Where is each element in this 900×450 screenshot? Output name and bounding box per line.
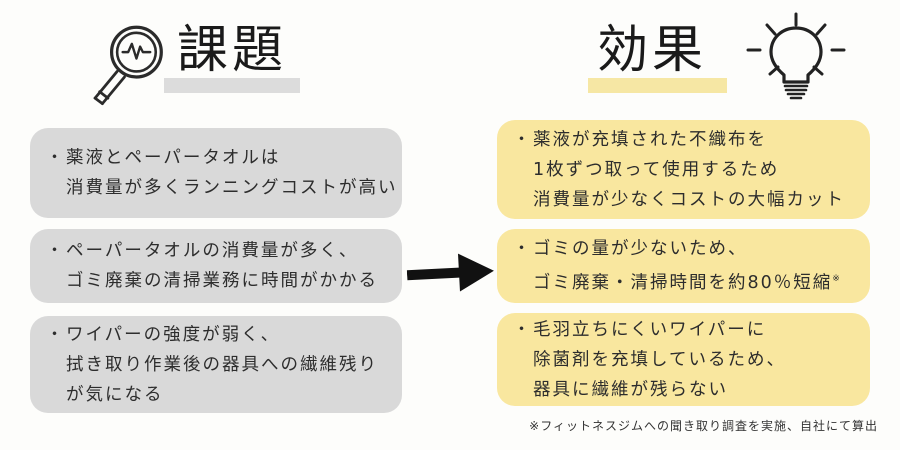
issue-item-3-lines: ワイパーの強度が弱く、 拭き取り作業後の器具への繊維残り が気になる: [66, 320, 378, 410]
text-line: 毛羽立ちにくいワイパーに: [533, 319, 767, 340]
title-highlight-left: [164, 78, 300, 93]
bullet: ・: [46, 241, 63, 261]
effect-box-1: ・ 薬液が充填された不織布を 1枚ずつ取って使用するため 消費量が少なくコストの…: [497, 120, 870, 219]
issue-item-3: ・ ワイパーの強度が弱く、 拭き取り作業後の器具への繊維残り が気になる: [46, 320, 378, 410]
magnifier-pulse-icon: [84, 18, 176, 112]
bullet: ・: [513, 319, 530, 340]
text-line: 器具に繊維が残らない: [533, 379, 728, 400]
effect-item-3-lines: 毛羽立ちにくいワイパーに 除菌剤を充填しているため、 器具に繊維が残らない: [533, 315, 786, 405]
bullet: ・: [46, 324, 63, 345]
lightbulb-icon: [746, 12, 846, 112]
text-line: 消費量が多くランニングコストが高い: [66, 178, 398, 198]
text-line: が気になる: [66, 384, 164, 405]
effect-item-1: ・ 薬液が充填された不織布を 1枚ずつ取って使用するため 消費量が少なくコストの…: [513, 125, 845, 215]
text-line: 薬液が充填された不織布を: [533, 129, 767, 150]
issue-item-2: ・ ペーパータオルの消費量が多く、 ゴミ廃棄の清掃業務に時間がかかる: [46, 236, 378, 296]
footnote: ※フィットネスジムへの聞き取り調査を実施、自社にて算出: [529, 419, 878, 433]
effect-item-3: ・ 毛羽立ちにくいワイパーに 除菌剤を充填しているため、 器具に繊維が残らない: [513, 315, 786, 405]
issue-item-2-lines: ペーパータオルの消費量が多く、 ゴミ廃棄の清掃業務に時間がかかる: [66, 236, 378, 296]
bullet: ・: [46, 148, 63, 168]
issue-item-1-lines: 薬液とペーパータオルは 消費量が多くランニングコストが高い: [66, 143, 398, 203]
issue-box-3: ・ ワイパーの強度が弱く、 拭き取り作業後の器具への繊維残り が気になる: [30, 316, 402, 413]
issue-item-1: ・ 薬液とペーパータオルは 消費量が多くランニングコストが高い: [46, 143, 398, 203]
issue-box-1: ・ 薬液とペーパータオルは 消費量が多くランニングコストが高い: [30, 128, 402, 218]
effect-item-2-lines: ゴミの量が少ないため、 ゴミ廃棄・清掃時間を約80％短縮※: [533, 234, 840, 298]
text-line: 消費量が少なくコストの大幅カット: [533, 189, 845, 210]
text-line: 1枚ずつ取って使用するため: [533, 159, 780, 180]
title-highlight-right: [588, 78, 727, 93]
text-line: 拭き取り作業後の器具への繊維残り: [66, 354, 378, 375]
effect-item-1-lines: 薬液が充填された不織布を 1枚ずつ取って使用するため 消費量が少なくコストの大幅…: [533, 125, 845, 215]
effect-box-3: ・ 毛羽立ちにくいワイパーに 除菌剤を充填しているため、 器具に繊維が残らない: [497, 313, 870, 406]
text-line: ペーパータオルの消費量が多く、: [66, 241, 359, 261]
text-line: 薬液とペーパータオルは: [66, 148, 281, 168]
effect-box-2: ・ ゴミの量が少ないため、 ゴミ廃棄・清掃時間を約80％短縮※: [497, 229, 870, 303]
footnote-marker: ※: [832, 274, 840, 285]
issues-title: 課題: [177, 21, 288, 80]
bullet: ・: [513, 129, 530, 150]
text-line: ワイパーの強度が弱く、: [66, 324, 281, 345]
effects-title: 効果: [597, 21, 708, 80]
text-line: ゴミ廃棄の清掃業務に時間がかかる: [66, 271, 378, 291]
bullet: ・: [513, 239, 530, 260]
issue-box-2: ・ ペーパータオルの消費量が多く、 ゴミ廃棄の清掃業務に時間がかかる: [30, 229, 402, 303]
right-arrow-icon: [406, 248, 496, 299]
text-line: ゴミの量が少ないため、: [533, 239, 748, 260]
text-line: 除菌剤を充填しているため、: [533, 349, 786, 370]
text-line: ゴミ廃棄・清掃時間を約80％短縮※: [533, 264, 840, 298]
text-line-main: ゴミ廃棄・清掃時間を約80％短縮: [533, 272, 833, 293]
effect-item-2: ・ ゴミの量が少ないため、 ゴミ廃棄・清掃時間を約80％短縮※: [513, 234, 840, 298]
